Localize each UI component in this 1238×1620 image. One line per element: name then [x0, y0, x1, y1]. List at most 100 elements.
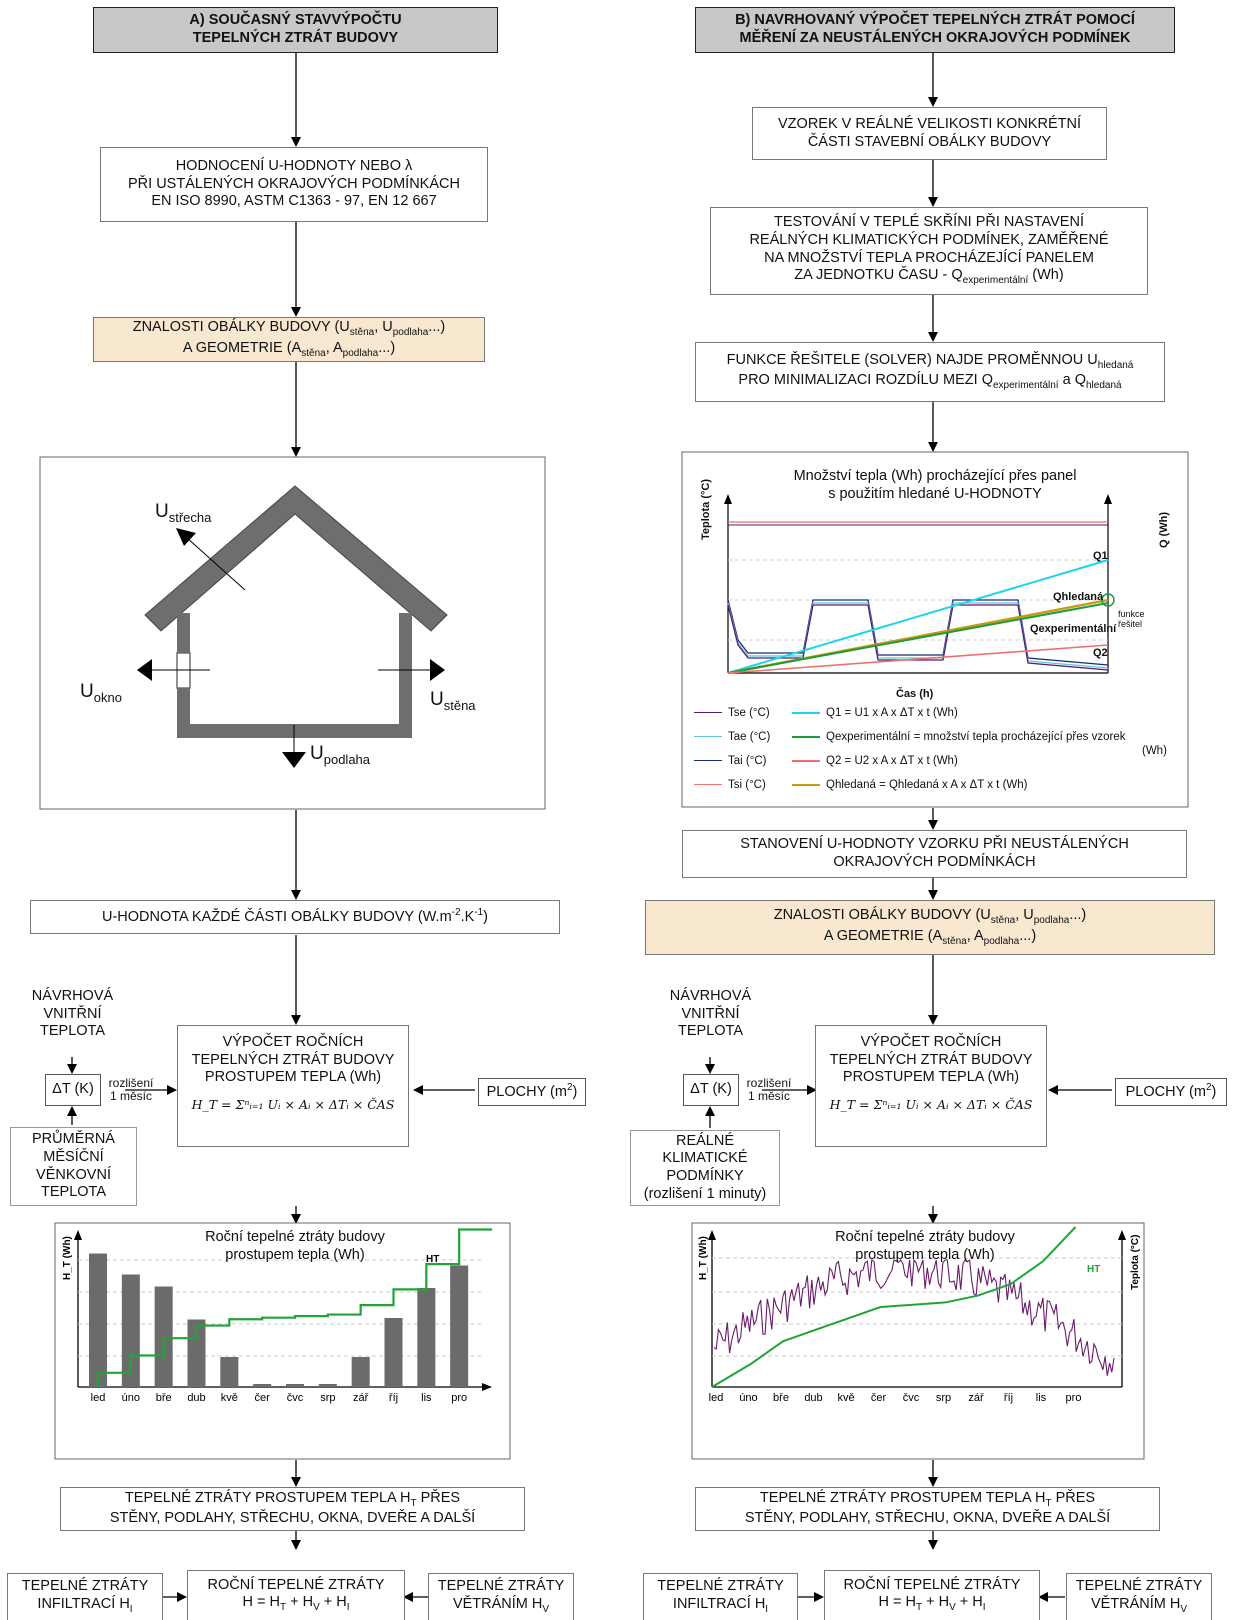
flow-arrows: [67, 52, 1112, 1602]
sample-box: VZOREK V REÁLNÉ VELIKOSTI KONKRÉTNÍ ČÁST…: [752, 107, 1107, 160]
legend-swatch: [694, 760, 722, 762]
inf-r-l1: TEPELNÉ ZTRÁTY: [657, 1578, 784, 1595]
eval-line2: PŘI USTÁLENÝCH OKRAJOVÝCH PODMÍNKÁCH: [128, 175, 460, 192]
real-l1: REÁLNÉ: [675, 1132, 735, 1149]
u-value-each-part-box: U-HODNOTA KAŽDÉ ČÁSTI OBÁLKY BUDOVY (W.m…: [30, 900, 560, 934]
line-y2label: Teplota (°C): [1130, 1235, 1141, 1290]
bar-tick-lis: lis: [421, 1392, 432, 1404]
exp-label-solver-fn: funkce řešitel: [1118, 609, 1145, 630]
transmission-loss-box-right: TEPELNÉ ZTRÁTY PROSTUPEM TEPLA HT PŘES S…: [695, 1487, 1160, 1531]
avg-l2: MĚSÍČNÍ: [43, 1148, 104, 1165]
legend-swatch: [792, 783, 820, 786]
vent-l1: TEPELNÉ ZTRÁTY: [437, 1578, 565, 1595]
ventilation-loss-right: TEPELNÉ ZTRÁTY VĚTRÁNÍM HV: [1066, 1573, 1212, 1620]
inf-l2: INFILTRACÍ HI: [37, 1595, 133, 1615]
res-r-l1: rozlišení: [746, 1076, 792, 1090]
delta-t-box-left: ΔT (K): [45, 1074, 101, 1106]
hot-box-testing-box: TESTOVÁNÍ V TEPLÉ SKŘÍNI PŘI NASTAVENÍ R…: [710, 207, 1148, 295]
envelope-knowledge-box-right: ZNALOSTI OBÁLKY BUDOVY (Ustěna, Upodlaha…: [645, 900, 1215, 955]
bar-tick-říj: říj: [389, 1392, 398, 1404]
bar-tick-čer: čer: [255, 1392, 271, 1404]
left-title: A) SOUČASNÝ STAVVÝPOČTU TEPELNÝCH ZTRÁT …: [93, 7, 498, 53]
line-tick-pro: pro: [1066, 1392, 1082, 1404]
resolution-month-left: rozlišení 1 měsíc: [101, 1076, 161, 1104]
know-line1: ZNALOSTI OBÁLKY BUDOVY (Ustěna, Upodlaha…: [132, 319, 446, 339]
exp-y2-axis-arrow: [1104, 494, 1112, 504]
bar-tick-led: led: [91, 1392, 106, 1404]
bar-x-axis-arrow: [482, 1383, 492, 1391]
legend-item-q2: Q2 = U2 x A x ΔT x t (Wh): [792, 755, 958, 767]
exp-label-qe: Qexperimentální: [1030, 623, 1117, 635]
inf-r-l2: INFILTRACÍ HI: [672, 1595, 769, 1615]
line-tick-kvě: kvě: [837, 1392, 854, 1404]
bar-tick-srp: srp: [320, 1392, 335, 1404]
test-l1: TESTOVÁNÍ V TEPLÉ SKŘÍNI PŘI NASTAVENÍ: [774, 214, 1084, 231]
bar-dub: [187, 1319, 206, 1387]
exp-label-q2: Q2: [1093, 647, 1108, 659]
annual-calc-box-right: VÝPOČET ROČNÍCH TEPELNÝCH ZTRÁT BUDOVY P…: [815, 1025, 1047, 1147]
bar-bře: [154, 1286, 173, 1387]
res-r-l2: 1 měsíc: [747, 1089, 790, 1104]
res-l1: rozlišení: [108, 1076, 154, 1090]
line-title-l1: Roční tepelné ztráty budovy: [835, 1229, 1015, 1245]
bar-zář: [351, 1357, 370, 1387]
calc-r-l1: VÝPOČET ROČNÍCH: [860, 1034, 1002, 1050]
real-climate-conditions: REÁLNÉ KLIMATICKÉ PODMÍNKY (rozlišení 1 …: [630, 1130, 780, 1206]
exp-title-l1: Množství tepla (Wh) procházející přes pa…: [793, 468, 1077, 484]
design-l3: TEPLOTA: [40, 1023, 105, 1040]
temperature-line: [713, 1258, 1115, 1376]
design-r-l3: TEPLOTA: [678, 1023, 743, 1040]
right-title-line2: MĚŘENÍ ZA NEUSTÁLENÝCH OKRAJOVÝCH PODMÍN…: [739, 30, 1131, 46]
experiment-chart-frame: [681, 451, 1189, 808]
real-l2: KLIMATICKÉ: [662, 1150, 748, 1167]
u-value-determination-box: STANOVENÍ U-HODNOTY VZORKU PŘI NEUSTÁLEN…: [682, 830, 1187, 878]
legend-item-q1: Q1 = U1 x A x ΔT x t (Wh): [792, 707, 958, 719]
line-tick-čer: čer: [871, 1392, 887, 1404]
calc-formula: H_T = Σⁿᵢ₌₁ Uᵢ × Aᵢ × ΔTᵢ × ČAS: [191, 1097, 395, 1113]
areas-r-text: PLOCHY (m2): [1125, 1082, 1217, 1101]
res-l2: 1 měsíc: [109, 1089, 152, 1104]
line-tick-srp: srp: [936, 1392, 951, 1404]
line-ylabel: H_T (Wh): [698, 1236, 709, 1280]
annual-r-l2: H = HT + HV + HI: [878, 1594, 986, 1614]
envelope-knowledge-box-left: ZNALOSTI OBÁLKY BUDOVY (Ustěna, Upodlaha…: [93, 317, 485, 362]
calc-l2: TEPELNÝCH ZTRÁT BUDOVY: [191, 1051, 395, 1068]
bar-tick-pro: pro: [451, 1392, 467, 1404]
vent-l2: VĚTRÁNÍM HV: [452, 1595, 550, 1615]
line-tick-dub: dub: [804, 1392, 822, 1404]
annual-l1: ROČNÍ TEPELNÉ ZTRÁTY: [207, 1576, 385, 1593]
right-title-line1: B) NAVRHOVANÝ VÝPOČET TEPELNÝCH ZTRÁT PO…: [735, 12, 1135, 29]
loss-r-l2: STĚNY, PODLAHY, STŘECHU, OKNA, DVEŘE A D…: [744, 1510, 1111, 1527]
legend-swatch: [792, 735, 820, 738]
calc-l1: VÝPOČET ROČNÍCH: [222, 1034, 364, 1050]
legend-item-tae: Tae (°C): [694, 731, 770, 743]
determ-l1: STANOVENÍ U-HODNOTY VZORKU PŘI NEUSTÁLEN…: [740, 836, 1129, 853]
calc-l3: PROSTUPEM TEPLA (Wh): [204, 1069, 382, 1086]
real-l4: (rozlišení 1 minuty): [643, 1185, 767, 1202]
line-title-l2: prostupem tepla (Wh): [855, 1246, 995, 1263]
annual-loss-box-left: ROČNÍ TEPELNÉ ZTRÁTY H = HT + HV + HI: [187, 1570, 405, 1620]
bar-chart-title: Roční tepelné ztráty budovy prostupem te…: [140, 1229, 450, 1264]
legend-item-qexp: Qexperimentální = množství tepla procház…: [792, 731, 1125, 743]
test-l2: REÁLNÝCH KLIMATICKÝCH PODMÍNEK, ZAMĚŘENÉ: [749, 232, 1109, 249]
delta-t-box-right: ΔT (K): [683, 1074, 739, 1106]
bar-title-l2: prostupem tepla (Wh): [225, 1246, 365, 1263]
ht-series-label: HT: [426, 1254, 439, 1265]
test-l3: NA MNOŽSTVÍ TEPLA PROCHÁZEJÍCÍ PANELEM: [764, 249, 1094, 266]
ht-line-label: HT: [1087, 1264, 1100, 1275]
sample-l2: ČÁSTI STAVEBNÍ OBÁLKY BUDOVY: [807, 133, 1052, 150]
house-drawing: [137, 485, 448, 768]
solver-box: FUNKCE ŘEŠITELE (SOLVER) NAJDE PROMĚNNOU…: [695, 342, 1165, 402]
exp-label-q1: Q1: [1093, 550, 1108, 562]
bar-led: [89, 1253, 107, 1387]
qexp-line: [727, 602, 1109, 674]
design-l1: NÁVRHOVÁ: [31, 988, 114, 1004]
legend-swatch: [694, 736, 722, 738]
eval-line3: EN ISO 8990, ASTM C1363 - 97, EN 12 667: [151, 193, 437, 210]
exp-y-axis-arrow: [724, 494, 732, 504]
bar-y-axis-arrow: [74, 1230, 82, 1240]
annual-loss-box-right: ROČNÍ TEPELNÉ ZTRÁTY H = HT + HV + HI: [824, 1570, 1040, 1620]
sample-l1: VZOREK V REÁLNÉ VELIKOSTI KONKRÉTNÍ: [778, 115, 1081, 132]
